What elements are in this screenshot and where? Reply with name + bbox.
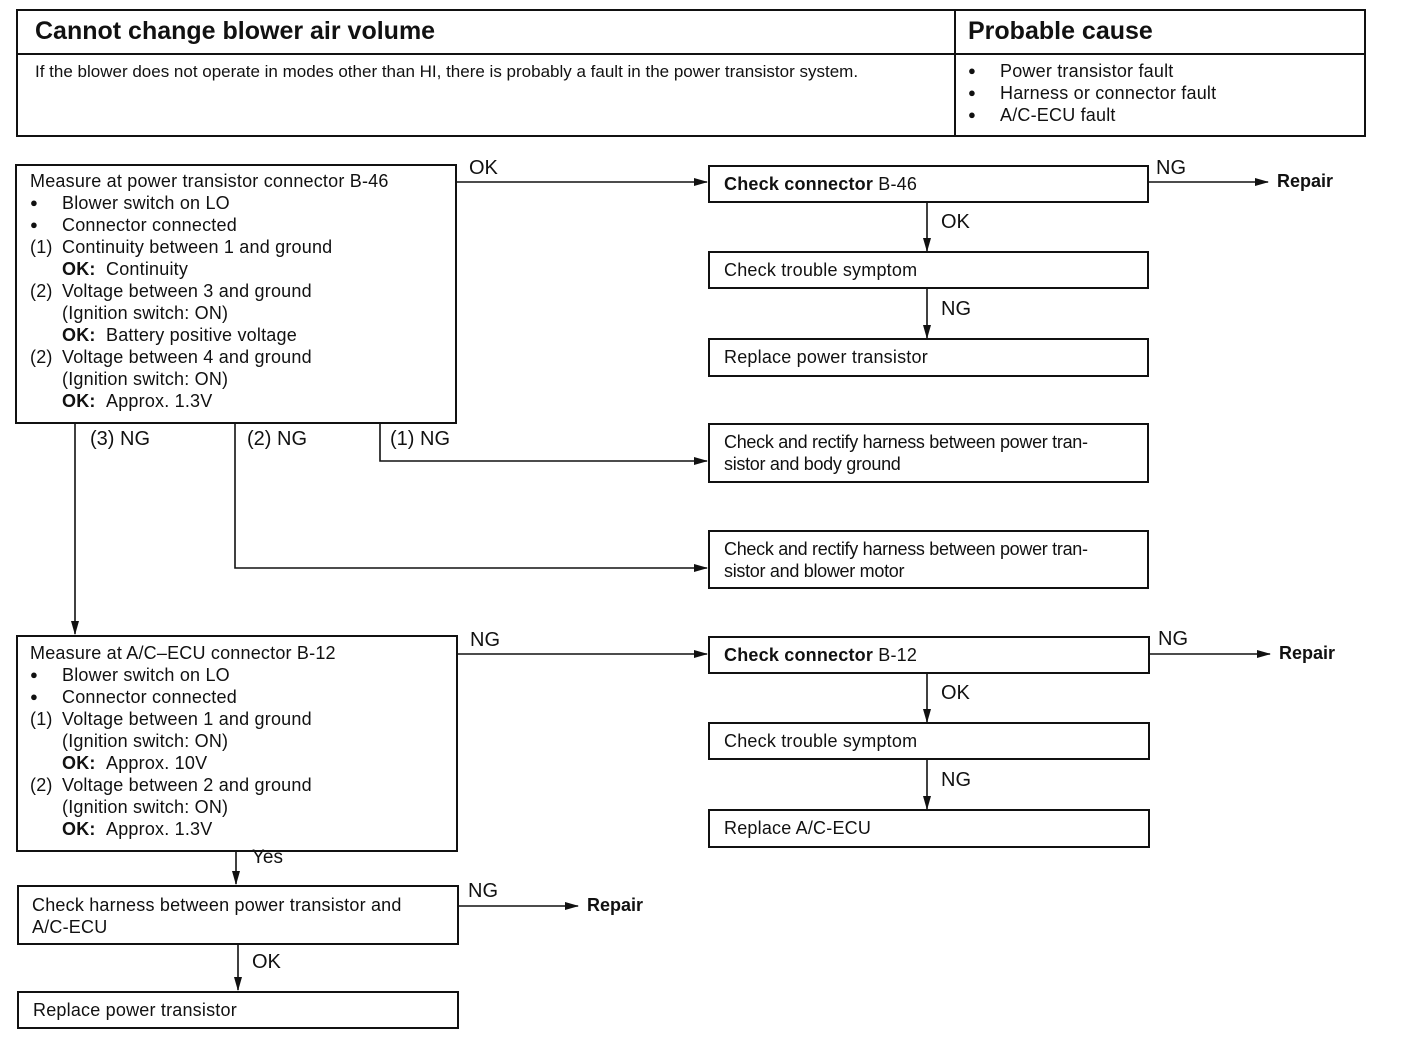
- step2-check2: Voltage between 2 and ground: [62, 775, 312, 795]
- header-divider-vertical: [954, 10, 956, 136]
- step2-ignition: (Ignition switch: ON): [62, 797, 229, 817]
- connector-code: B-12: [878, 645, 918, 665]
- repair-label: Repair: [587, 895, 644, 915]
- step2-title: Measure at A/C–ECU connector B-12: [30, 643, 336, 663]
- connector-code: B-46: [878, 174, 918, 194]
- cause-item: Harness or connector fault: [968, 82, 1216, 104]
- label-ng1: (1) NG: [390, 428, 450, 450]
- rectify-blower-motor-box: Check and rectify harness between power …: [708, 530, 1149, 589]
- step1-check3: Voltage between 4 and ground: [62, 347, 312, 367]
- arrow-ng1: [379, 423, 708, 465]
- step1-ok1: Continuity: [106, 259, 189, 279]
- rectify2-line2: sistor and blower motor: [724, 561, 905, 581]
- label-yes: Yes: [252, 847, 283, 868]
- rectify-body-ground-box: Check and rectify harness between power …: [708, 423, 1149, 483]
- step4-text: Replace power transistor: [33, 1000, 237, 1020]
- step1-ok3: Approx. 1.3V: [106, 391, 213, 411]
- probable-cause-title: Probable cause: [968, 17, 1153, 45]
- step2-ok2: Approx. 1.3V: [106, 819, 213, 839]
- label-ng3: (3) NG: [90, 428, 150, 450]
- step2-check1: Voltage between 1 and ground: [62, 709, 312, 729]
- label-ng: NG: [470, 629, 500, 651]
- check-connector-label: Check connector: [724, 174, 874, 194]
- label-ok: OK: [941, 682, 970, 704]
- ok-label: OK:: [62, 391, 96, 411]
- replace-ac-ecu-box: Replace A/C-ECU: [708, 809, 1150, 848]
- check-harness-box: Check harness between power transistor a…: [17, 885, 459, 945]
- step1-ignition: (Ignition switch: ON): [62, 303, 229, 323]
- step2-num: (1): [30, 709, 53, 729]
- step1-title: Measure at power transistor connector B-…: [30, 171, 389, 191]
- label-ok: OK: [469, 157, 498, 179]
- step1-num: (1): [30, 237, 53, 257]
- header-title: Cannot change blower air volume: [35, 17, 436, 45]
- check-connector-b12-box: Check connector B-12: [708, 636, 1150, 674]
- header-description: If the blower does not operate in modes …: [35, 62, 859, 81]
- label-ok: OK: [941, 211, 970, 233]
- step2-bullet: Blower switch on LO: [30, 664, 336, 686]
- step2-num: (2): [30, 775, 53, 795]
- step1-bullet: Blower switch on LO: [30, 192, 389, 214]
- ok-label: OK:: [62, 325, 96, 345]
- step1-ok2: Battery positive voltage: [106, 325, 297, 345]
- cause-item: A/C-ECU fault: [968, 104, 1216, 126]
- repair-label: Repair: [1279, 643, 1336, 663]
- step2-ok1: Approx. 10V: [106, 753, 208, 773]
- rectify1-line1: Check and rectify harness between power …: [724, 432, 1088, 452]
- check-symptom2-box: Check trouble symptom: [708, 722, 1150, 760]
- replace-power-transistor-box: Replace power transistor: [708, 338, 1149, 377]
- step1-num: (2): [30, 347, 53, 367]
- step1-bullet: Connector connected: [30, 214, 389, 236]
- step2-content: Measure at A/C–ECU connector B-12 Blower…: [30, 642, 336, 840]
- arrow-ng2: [234, 423, 708, 572]
- check-connector-b46-box: Check connector B-46: [708, 165, 1149, 203]
- label-ng: NG: [941, 769, 971, 791]
- label-ng: NG: [468, 880, 498, 902]
- ok-label: OK:: [62, 819, 96, 839]
- check-connector-label: Check connector: [724, 645, 874, 665]
- rectify2-line1: Check and rectify harness between power …: [724, 539, 1088, 559]
- step1-num: (2): [30, 281, 53, 301]
- step2-ignition: (Ignition switch: ON): [62, 731, 229, 751]
- step1-ignition: (Ignition switch: ON): [62, 369, 229, 389]
- replace-text: Replace A/C-ECU: [724, 818, 872, 838]
- label-ng: NG: [941, 298, 971, 320]
- header-divider-horizontal: [17, 53, 1365, 55]
- ok-label: OK:: [62, 259, 96, 279]
- label-ng2: (2) NG: [247, 428, 307, 450]
- step3-line2: A/C-ECU: [32, 917, 108, 937]
- repair-label: Repair: [1277, 171, 1334, 191]
- rectify1-line2: sistor and body ground: [724, 454, 901, 474]
- replace-text: Replace power transistor: [724, 347, 928, 367]
- check-symptom-text: Check trouble symptom: [724, 260, 918, 280]
- check-symptom1-box: Check trouble symptom: [708, 251, 1149, 289]
- label-ng: NG: [1156, 157, 1186, 179]
- check-symptom-text: Check trouble symptom: [724, 731, 918, 751]
- label-ng: NG: [1158, 628, 1188, 650]
- step3-line1: Check harness between power transistor a…: [32, 895, 402, 915]
- ok-label: OK:: [62, 753, 96, 773]
- replace-power-transistor-final-box: Replace power transistor: [17, 991, 459, 1029]
- step1-check1: Continuity between 1 and ground: [62, 237, 333, 257]
- step2-bullet: Connector connected: [30, 686, 336, 708]
- step1-content: Measure at power transistor connector B-…: [30, 170, 389, 412]
- step1-check2: Voltage between 3 and ground: [62, 281, 312, 301]
- cause-item: Power transistor fault: [968, 60, 1216, 82]
- label-ok: OK: [252, 951, 281, 973]
- probable-cause-list: Power transistor fault Harness or connec…: [968, 60, 1216, 126]
